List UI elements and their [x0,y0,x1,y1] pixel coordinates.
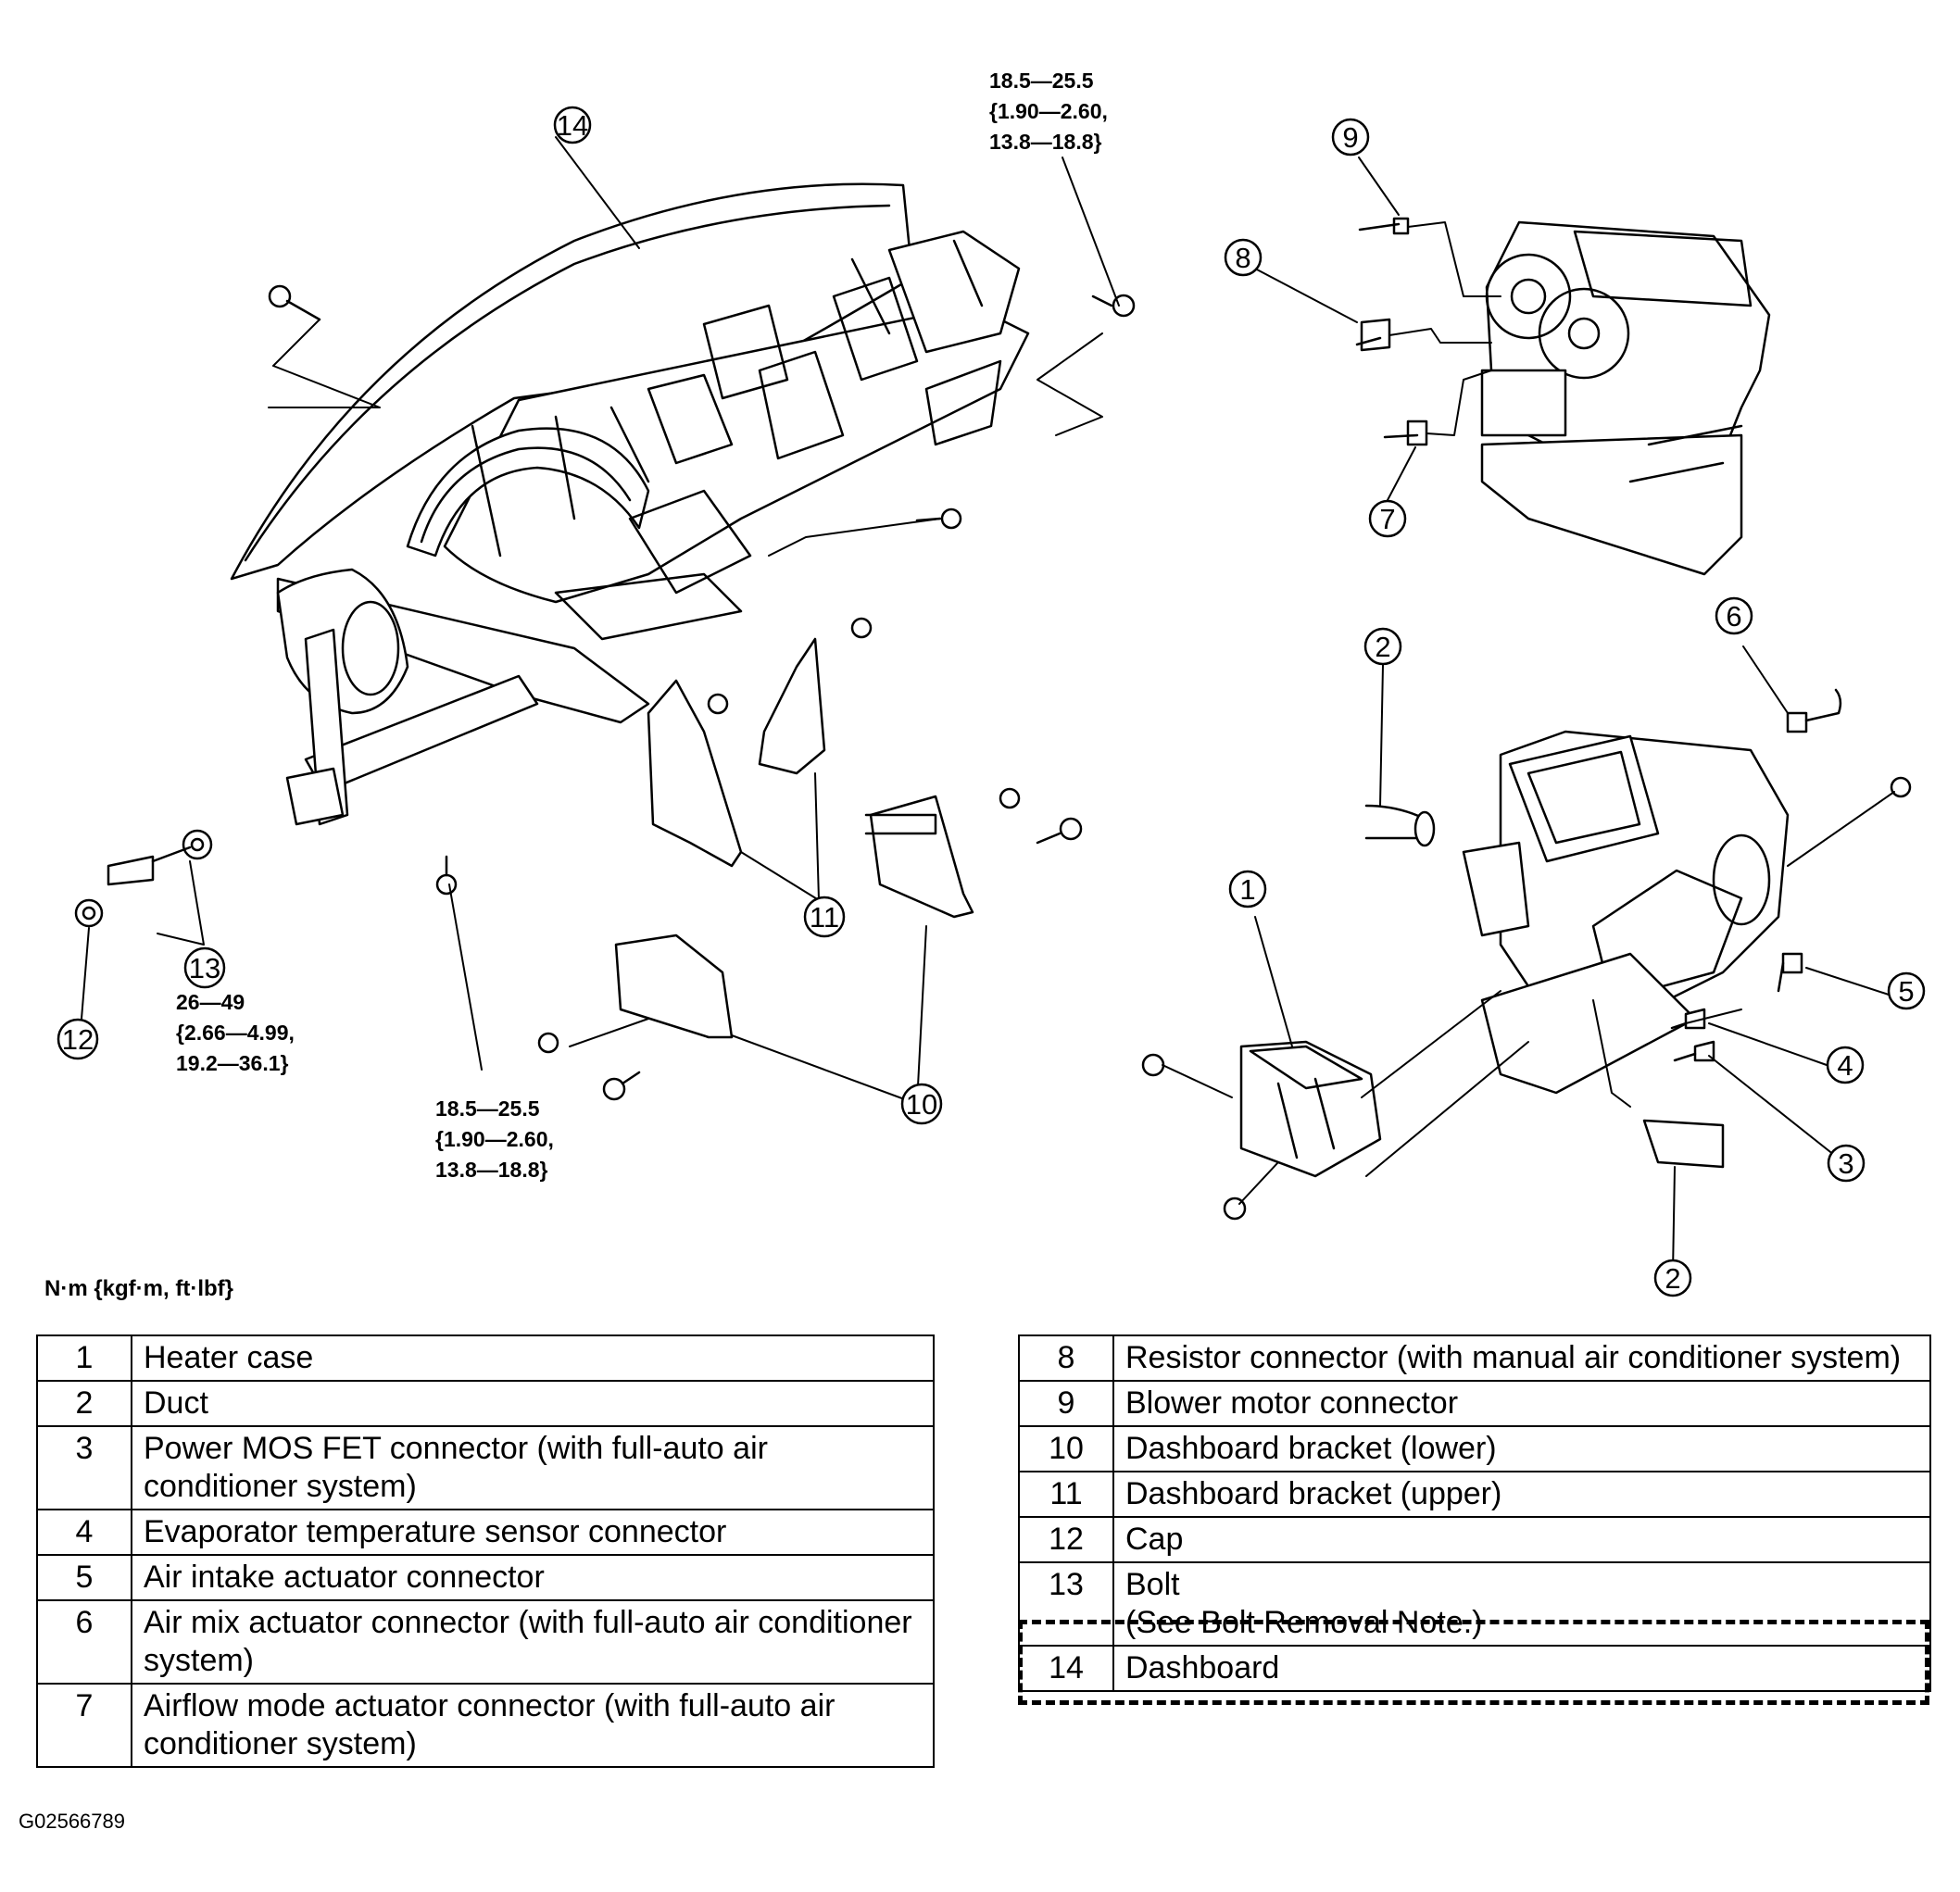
exploded-view-diagram: 14 9 8 7 6 2 1 5 4 3 2 11 10 13 12 18.5—… [57,69,1926,1297]
dashboard-brackets [614,637,974,1039]
torque-spec-lower-left: 26—49 {2.66—4.99, 19.2—36.1} [176,990,295,1075]
callout-7: 7 [1368,499,1407,538]
svg-text:8: 8 [1235,242,1250,274]
svg-text:1: 1 [1239,873,1255,906]
legend-description: Resistor connector (with manual air cond… [1112,1334,1931,1382]
blower-unit-illustration [1355,217,1771,576]
legend-description: Dashboard bracket (lower) [1112,1425,1931,1472]
legend-description: Blower motor connector [1112,1380,1931,1427]
svg-text:2: 2 [1665,1262,1680,1295]
legend-number: 5 [36,1554,132,1601]
legend-number: 13 [1018,1561,1114,1647]
callout-13: 13 [183,946,226,989]
legend-description: Dashboard bracket (upper) [1112,1471,1931,1518]
svg-text:11: 11 [810,901,839,933]
legend-number: 3 [36,1425,132,1510]
callout-3: 3 [1827,1144,1866,1183]
callout-2-bottom: 2 [1653,1259,1692,1297]
svg-text:5: 5 [1898,975,1914,1008]
callout-11: 11 [803,896,846,938]
svg-text:6: 6 [1726,600,1741,633]
dashboard-illustration [230,182,1030,826]
legend-description: Heater case [131,1334,935,1382]
legend-description: Air mix actuator connector (with full-au… [131,1599,935,1685]
legend-number: 14 [1018,1645,1114,1692]
svg-text:19.2—36.1}: 19.2—36.1} [176,1051,289,1075]
legend-number: 8 [1018,1334,1114,1382]
callout-4: 4 [1826,1046,1865,1084]
callout-markers: 14 9 8 7 6 2 1 5 4 3 2 11 10 13 12 [57,106,1926,1297]
legend-description: Air intake actuator connector [131,1554,935,1601]
svg-text:18.5—25.5: 18.5—25.5 [435,1096,540,1121]
torque-unit-note: N·m {kgf·m, ft·lbf} [44,1276,233,1301]
svg-text:13: 13 [189,952,220,984]
svg-text:{1.90—2.60,: {1.90—2.60, [435,1127,554,1151]
callout-14: 14 [553,106,592,144]
legend-number: 4 [36,1509,132,1556]
svg-text:14: 14 [557,109,588,142]
callout-10: 10 [900,1083,943,1125]
svg-text:9: 9 [1342,121,1358,154]
legend-number: 10 [1018,1425,1114,1472]
svg-text:10: 10 [906,1088,937,1121]
callout-6: 6 [1715,596,1753,635]
legend-number: 1 [36,1334,132,1382]
svg-text:2: 2 [1375,631,1390,663]
svg-text:13.8—18.8}: 13.8—18.8} [435,1158,548,1182]
legend-number: 7 [36,1683,132,1768]
svg-text:3: 3 [1838,1147,1853,1180]
svg-text:{2.66—4.99,: {2.66—4.99, [176,1021,295,1045]
figure-id: G02566789 [19,1810,125,1833]
callout-9: 9 [1331,118,1370,157]
heater-case-illustration [1141,688,1912,1221]
callout-8: 8 [1224,238,1263,277]
legend-description: Dashboard [1112,1645,1931,1692]
legend-description: Evaporator temperature sensor connector [131,1509,935,1556]
svg-text:4: 4 [1837,1049,1853,1082]
callout-2-top: 2 [1363,627,1402,666]
callout-12: 12 [57,1018,99,1060]
svg-text:7: 7 [1379,503,1395,535]
torque-spec-lower-center: 18.5—25.5 {1.90—2.60, 13.8—18.8} [435,1096,554,1182]
legend-number: 6 [36,1599,132,1685]
callout-5: 5 [1887,971,1926,1010]
legend-number: 11 [1018,1471,1114,1518]
legend-description: Power MOS FET connector (with full-auto … [131,1425,935,1510]
legend-number: 12 [1018,1516,1114,1563]
blower-leader-lines [1254,157,1501,501]
svg-text:{1.90—2.60,: {1.90—2.60, [989,99,1108,123]
svg-text:13.8—18.8}: 13.8—18.8} [989,130,1102,154]
legend-description: Bolt(See Bolt Removal Note.) [1112,1561,1931,1647]
svg-text:18.5—25.5: 18.5—25.5 [989,69,1094,93]
legend-description: Cap [1112,1516,1931,1563]
legend-item-name: Bolt [1125,1567,1180,1602]
svg-text:12: 12 [62,1023,94,1056]
legend-description: Duct [131,1380,935,1427]
dashboard-leader-lines [81,136,1120,1105]
bolt-removal-note: (See Bolt Removal Note.) [1125,1605,1483,1640]
heater-leader-lines [1162,645,1895,1273]
legend-number: 2 [36,1380,132,1427]
legend-number: 9 [1018,1380,1114,1427]
torque-spec-top: 18.5—25.5 {1.90—2.60, 13.8—18.8} [989,69,1108,154]
legend-description: Airflow mode actuator connector (with fu… [131,1683,935,1768]
svg-text:26—49: 26—49 [176,990,245,1014]
callout-1: 1 [1228,870,1267,908]
